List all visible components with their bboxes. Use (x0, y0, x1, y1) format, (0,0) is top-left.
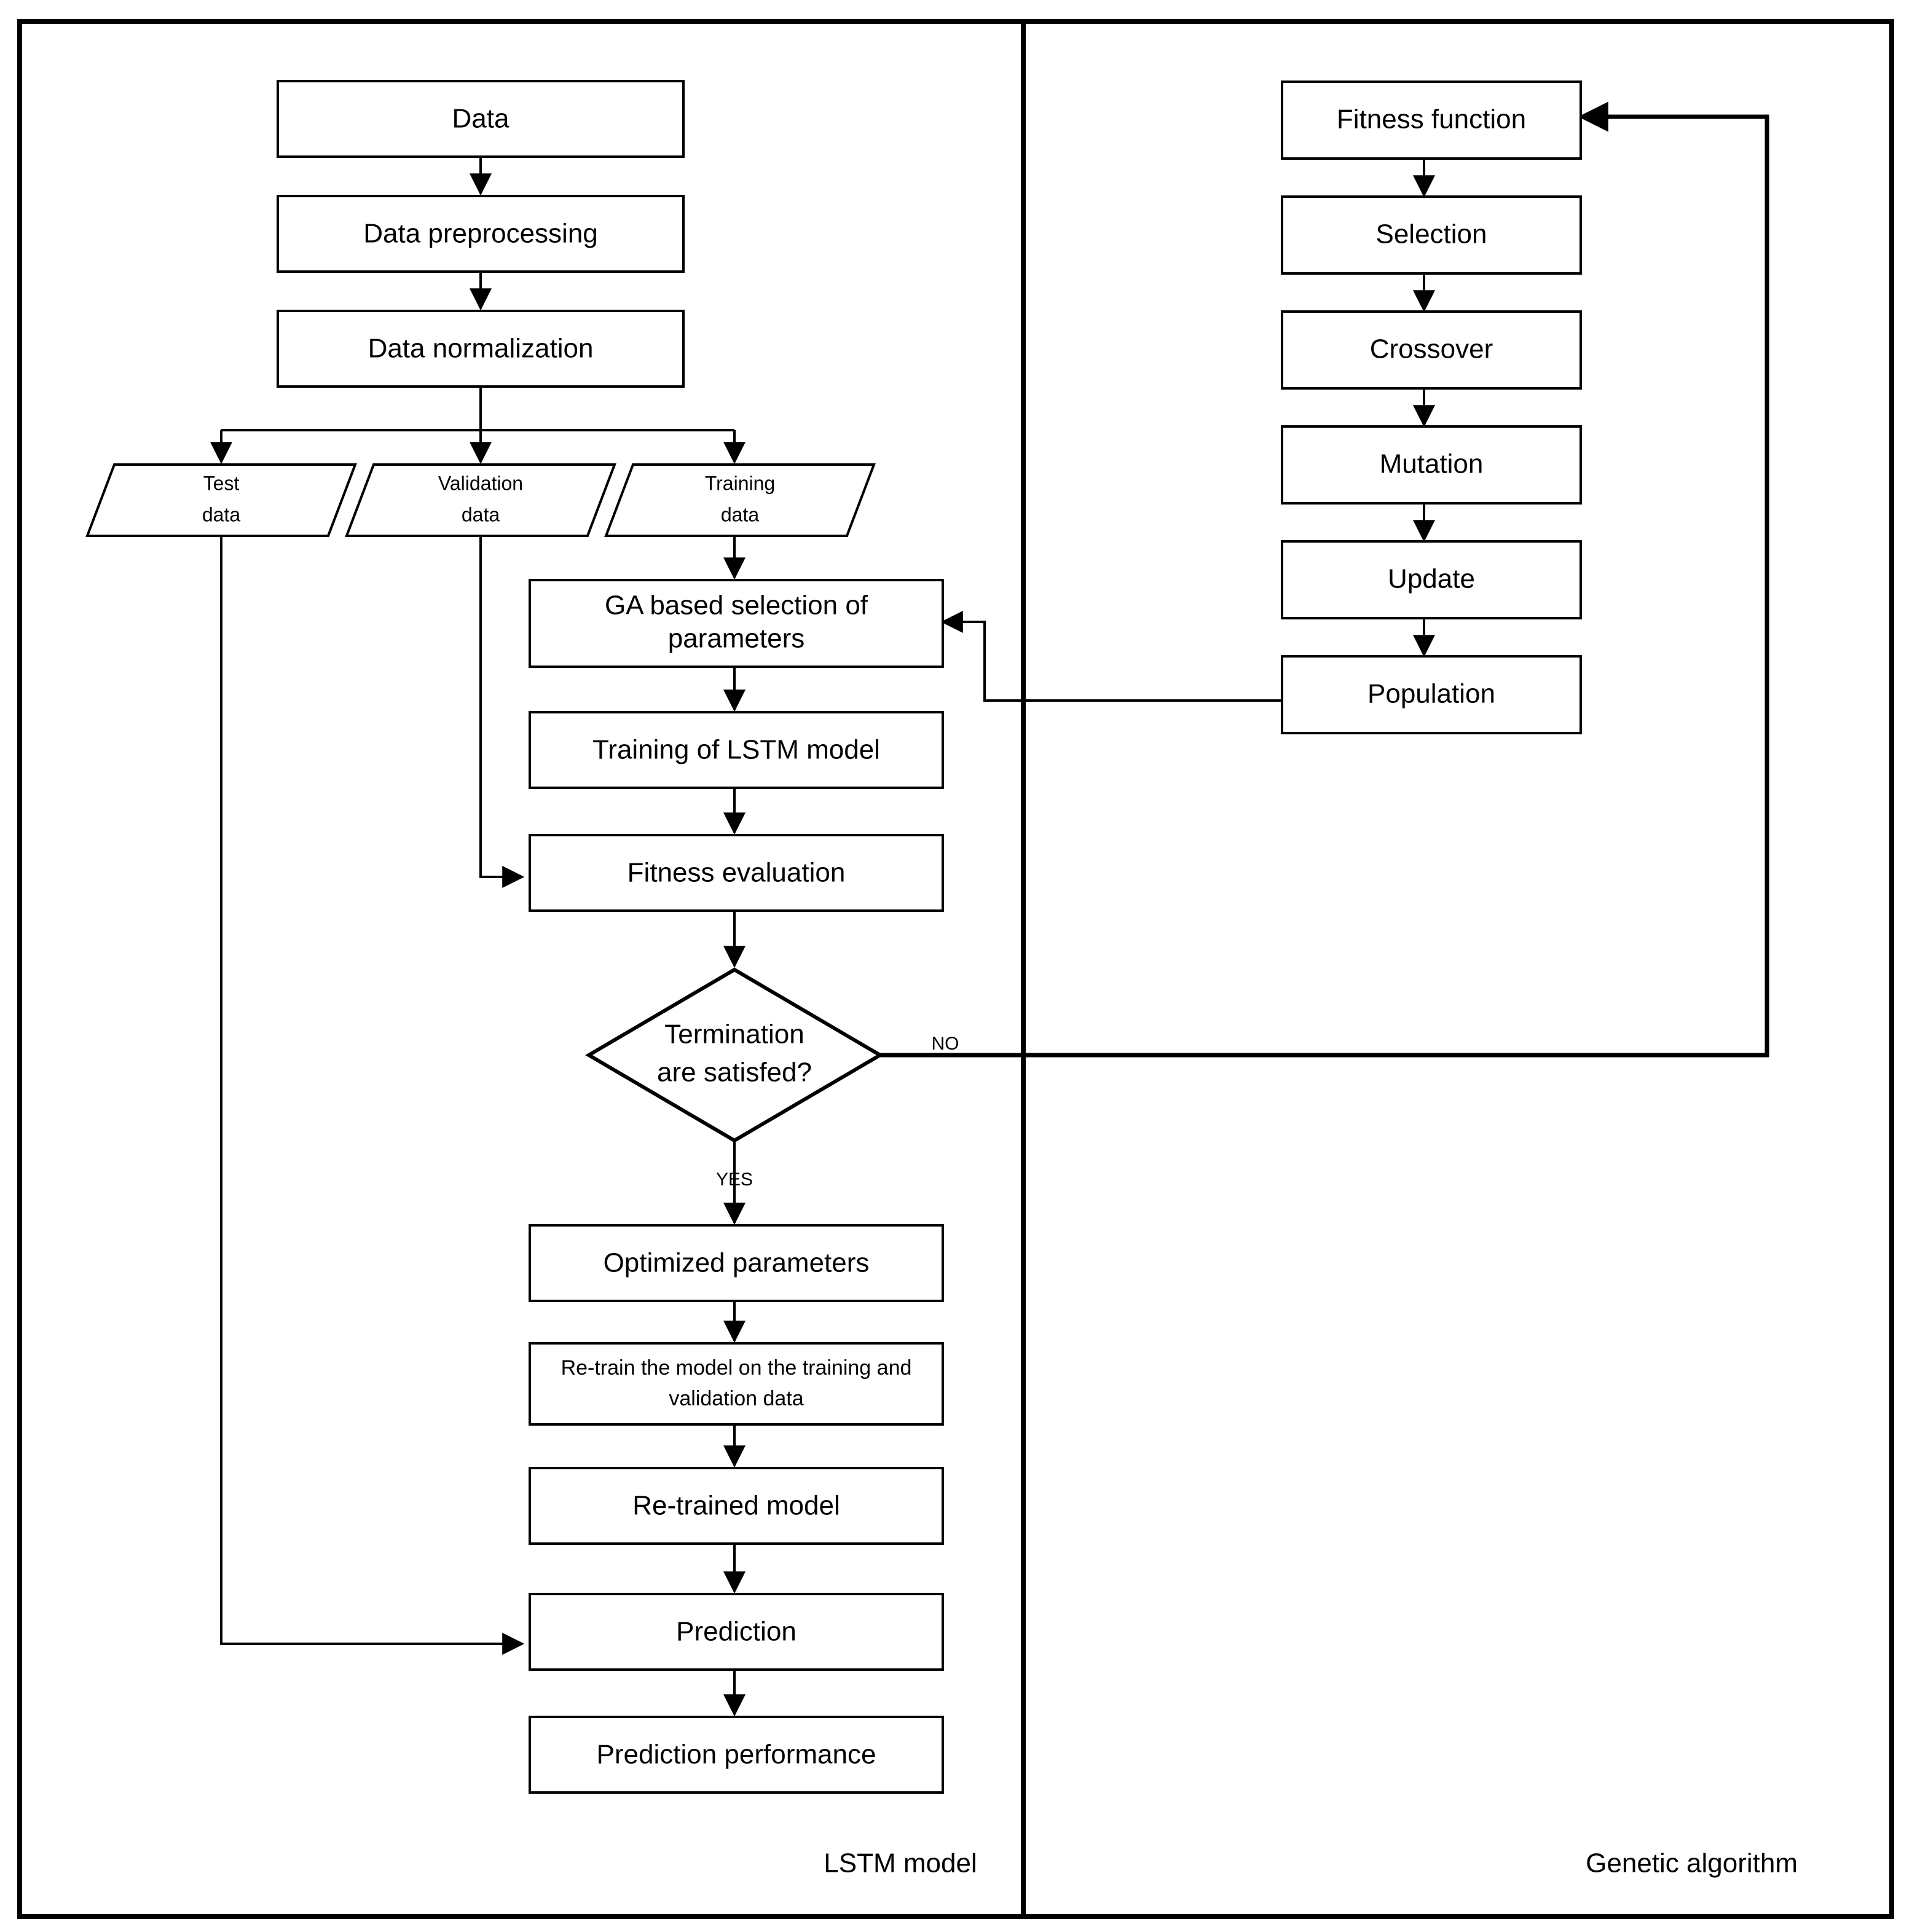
node-crossover[interactable]: Crossover (1281, 310, 1582, 390)
node-population-label: Population (1367, 679, 1495, 709)
node-retrained-model[interactable]: Re-trained model (529, 1467, 944, 1545)
node-fitness-function[interactable]: Fitness function (1281, 80, 1582, 160)
node-optimized-parameters[interactable]: Optimized parameters (529, 1224, 944, 1302)
edge-label-yes: YES (716, 1169, 753, 1190)
edge-termination-no-to-fitnessfn (880, 101, 1769, 1058)
node-ga-based-selection-label-2: parameters (668, 624, 805, 654)
node-optimized-parameters-label: Optimized parameters (604, 1248, 870, 1278)
node-prediction-performance[interactable]: Prediction performance (529, 1716, 944, 1794)
node-fitness-function-label: Fitness function (1337, 104, 1526, 135)
node-termination-decision-label: Termination (664, 1019, 804, 1050)
node-training-data-label-2: data (721, 503, 759, 525)
node-training-of-lstm-model-label: Training of LSTM model (592, 735, 880, 765)
node-selection-label: Selection (1375, 219, 1487, 249)
node-prediction-performance-label: Prediction performance (597, 1740, 876, 1770)
node-validation-data-label-2: data (462, 503, 500, 525)
node-termination-decision-label-2: are satisfed? (657, 1058, 812, 1088)
node-update-label: Update (1388, 564, 1475, 594)
node-retrain-model-label: Re-train the model on the training and (561, 1356, 912, 1380)
edge-test-to-prediction (220, 536, 525, 1655)
node-training-data-label: Training (705, 472, 775, 494)
node-termination-decision[interactable]: Termination are satisfed? (585, 967, 884, 1143)
edge-validation-to-fitnesseval (479, 536, 525, 888)
edge-label-no: NO (932, 1034, 959, 1054)
node-training-data[interactable]: Training data (604, 463, 876, 537)
node-prediction[interactable]: Prediction (529, 1593, 944, 1671)
node-retrain-model-label-2: validation data (669, 1387, 803, 1410)
node-data-normalization[interactable]: Data normalization (277, 310, 685, 388)
node-mutation-label: Mutation (1380, 449, 1484, 479)
node-validation-data-label: Validation (438, 472, 523, 494)
node-data-normalization-label: Data normalization (368, 334, 594, 364)
node-test-data-label: Test (203, 472, 240, 494)
node-ga-based-selection[interactable]: GA based selection of parameters (529, 579, 944, 668)
outer-frame (17, 19, 1894, 1919)
panel-label-genetic-algorithm: Genetic algorithm (1586, 1848, 1798, 1879)
node-crossover-label: Crossover (1370, 334, 1493, 364)
node-population[interactable]: Population (1281, 655, 1582, 734)
edge-population-to-gasel (940, 611, 1282, 702)
node-data-preprocessing[interactable]: Data preprocessing (277, 195, 685, 273)
node-mutation[interactable]: Mutation (1281, 425, 1582, 505)
node-fitness-evaluation-label: Fitness evaluation (627, 858, 846, 888)
node-test-data[interactable]: Test data (85, 463, 357, 537)
node-training-of-lstm-model[interactable]: Training of LSTM model (529, 711, 944, 789)
node-fitness-evaluation[interactable]: Fitness evaluation (529, 834, 944, 912)
node-data[interactable]: Data (277, 80, 685, 158)
node-update[interactable]: Update (1281, 540, 1582, 619)
node-data-label: Data (452, 104, 509, 134)
node-validation-data[interactable]: Validation data (345, 463, 616, 537)
node-data-preprocessing-label: Data preprocessing (363, 219, 598, 249)
node-test-data-label-2: data (202, 503, 240, 525)
panel-label-lstm-model: LSTM model (824, 1848, 977, 1879)
node-selection[interactable]: Selection (1281, 195, 1582, 275)
node-retrained-model-label: Re-trained model (632, 1491, 840, 1521)
node-ga-based-selection-label: GA based selection of (605, 591, 868, 621)
node-prediction-label: Prediction (676, 1617, 797, 1647)
node-retrain-model[interactable]: Re-train the model on the training and v… (529, 1342, 944, 1426)
